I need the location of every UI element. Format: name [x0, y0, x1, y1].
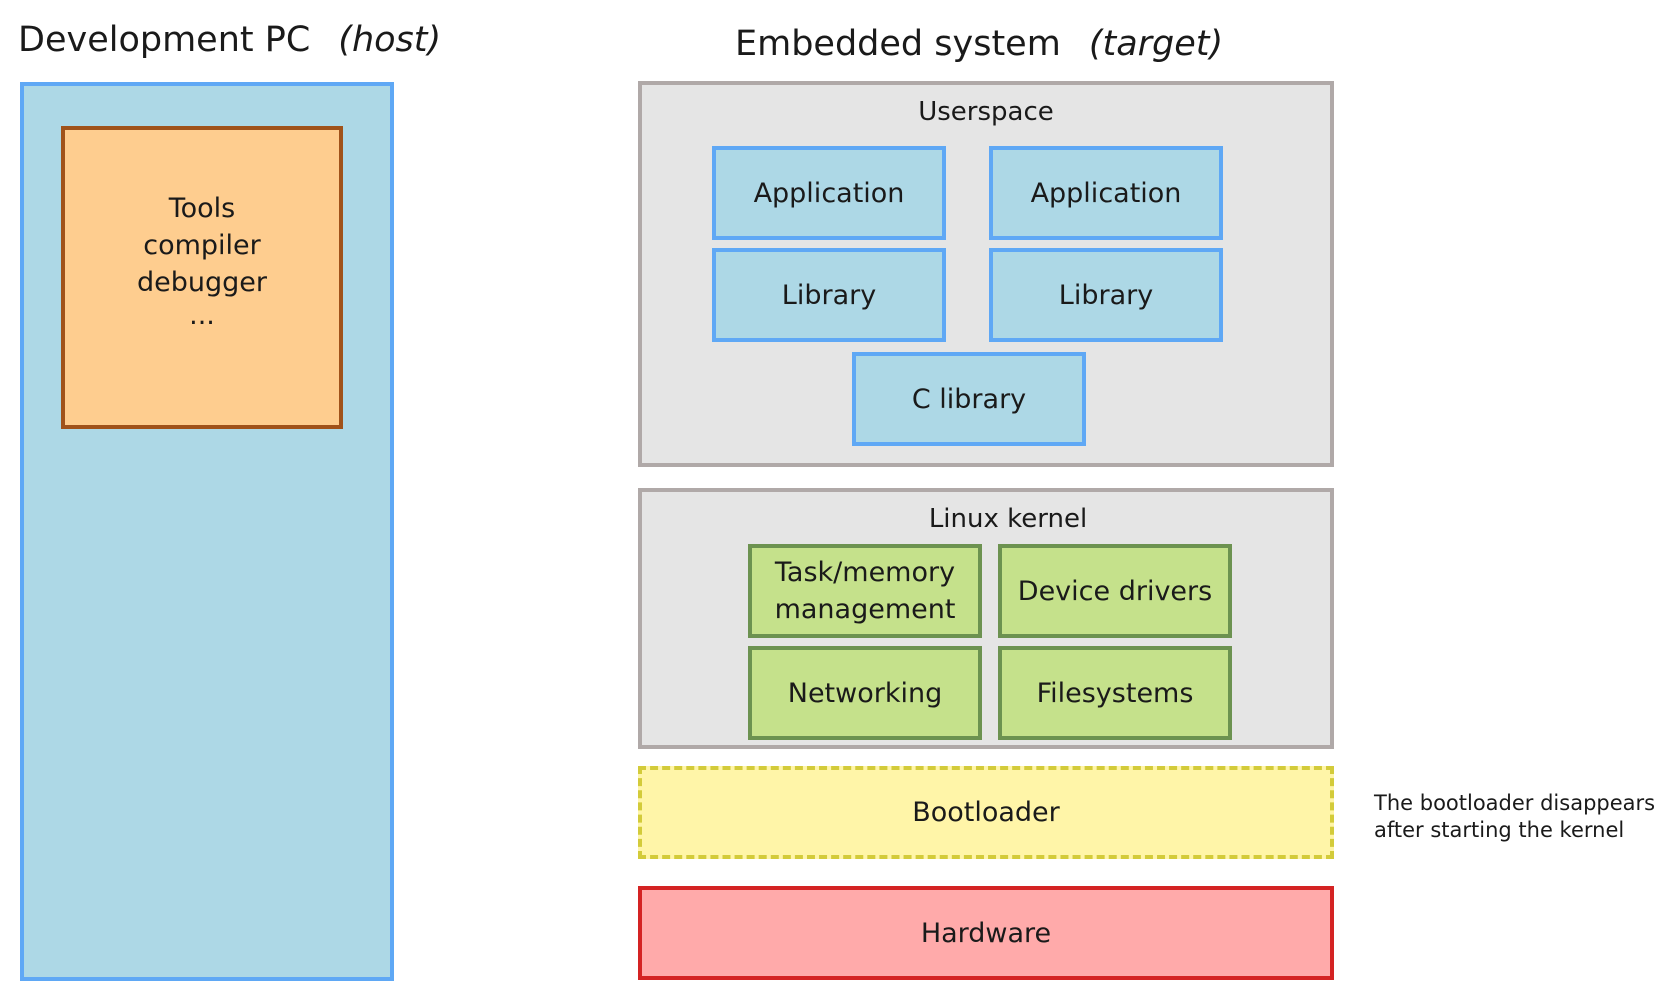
filesystems-box: Filesystems [998, 646, 1232, 740]
userspace-label: Userspace [918, 97, 1054, 127]
networking-label: Networking [787, 677, 943, 709]
library-box-right: Library [989, 248, 1223, 342]
target-subtitle: (target) [1088, 24, 1224, 64]
library-left-label: Library [781, 279, 877, 311]
task-memory-line-1: Task/memory [774, 557, 956, 588]
host-heading: Development PC (host) [18, 20, 441, 60]
c-library-label: C library [911, 383, 1027, 415]
hardware-label: Hardware [920, 917, 1052, 949]
host-subtitle: (host) [338, 20, 442, 60]
tools-box: Tools compiler debugger ... [61, 126, 343, 429]
bootloader-box: Bootloader [638, 766, 1334, 859]
hardware-box: Hardware [638, 886, 1334, 980]
library-right-label: Library [1058, 279, 1154, 311]
target-heading: Embedded system (target) [735, 24, 1223, 64]
networking-box: Networking [748, 646, 982, 740]
task-memory-box: Task/memory management [748, 544, 982, 638]
tools-line-1: Tools [168, 193, 236, 224]
target-title: Embedded system [735, 24, 1061, 64]
task-memory-line-2: management [774, 594, 956, 625]
tools-line-4: ... [189, 300, 215, 331]
bootloader-label: Bootloader [912, 797, 1060, 828]
bootloader-note: The bootloader disappears after starting… [1374, 790, 1655, 844]
application-right-label: Application [1030, 177, 1182, 209]
tools-line-2: compiler [143, 230, 261, 261]
application-box-right: Application [989, 146, 1223, 240]
device-drivers-label: Device drivers [1017, 575, 1213, 607]
device-drivers-box: Device drivers [998, 544, 1232, 638]
filesystems-label: Filesystems [1036, 677, 1194, 709]
bootloader-note-line-1: The bootloader disappears [1374, 791, 1655, 815]
application-left-label: Application [753, 177, 905, 209]
linux-kernel-label: Linux kernel [928, 504, 1088, 534]
bootloader-note-line-2: after starting the kernel [1374, 818, 1625, 842]
application-box-left: Application [712, 146, 946, 240]
host-title: Development PC [18, 20, 311, 60]
tools-line-3: debugger [137, 267, 267, 298]
c-library-box: C library [852, 352, 1086, 446]
library-box-left: Library [712, 248, 946, 342]
